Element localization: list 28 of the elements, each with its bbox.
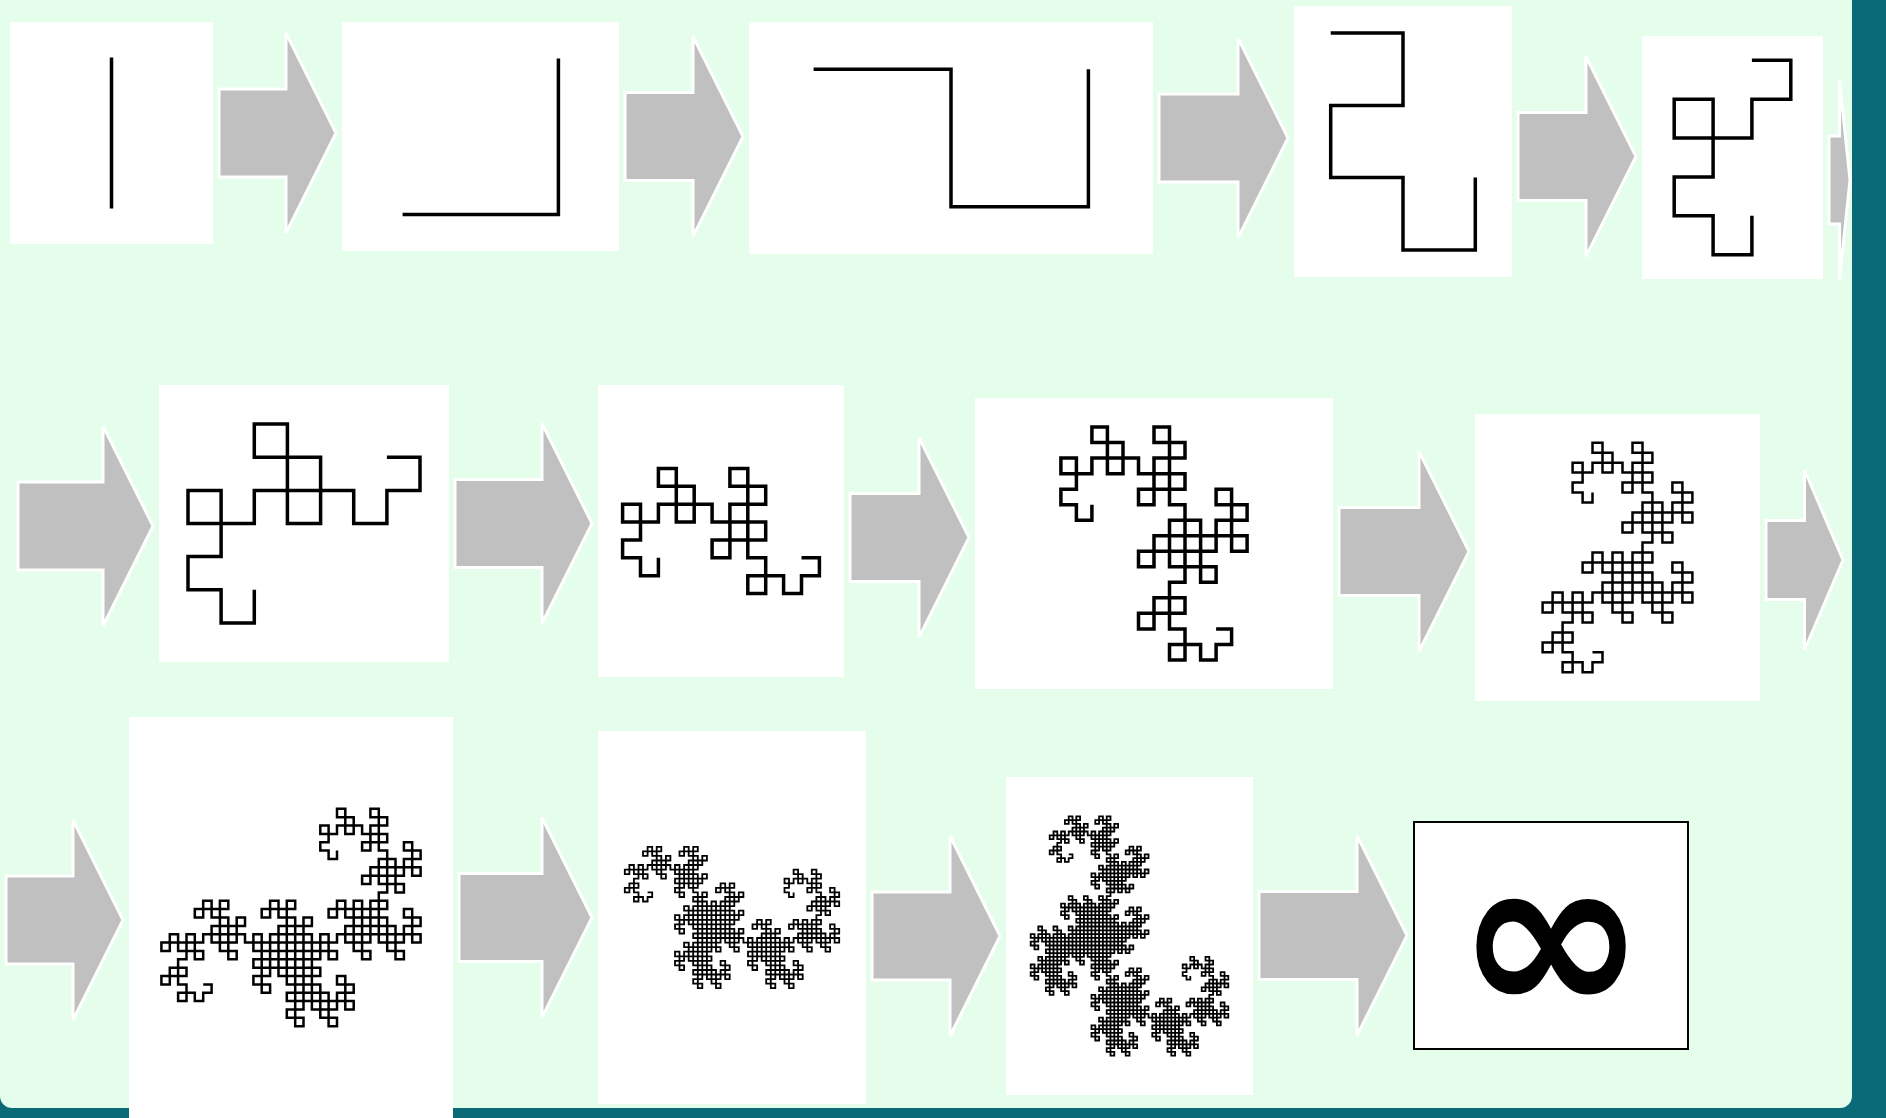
block-arrow <box>1157 36 1290 240</box>
dragon-curve-drawing <box>598 385 844 677</box>
block-arrow <box>217 31 338 235</box>
block-arrow <box>870 834 1002 1038</box>
block-arrow <box>453 422 594 625</box>
block-arrow <box>623 35 745 238</box>
infinity-symbol: ∞ <box>1455 820 1647 1051</box>
symbol-box <box>1413 821 1689 1050</box>
block-arrow <box>1516 55 1638 258</box>
block-arrow <box>457 816 594 1019</box>
dragon-curve-drawing <box>342 22 619 251</box>
block-arrow <box>848 436 971 639</box>
dragon-curve-drawing <box>749 22 1153 254</box>
dragon-curve-drawing <box>1475 414 1760 701</box>
dragon-curve-drawing <box>10 22 213 244</box>
dragon-curve-drawing <box>1642 36 1823 279</box>
block-arrow <box>4 818 125 1022</box>
dragon-curve-drawing <box>129 717 453 1118</box>
block-arrow <box>1764 468 1845 652</box>
block-arrow <box>1337 450 1471 653</box>
dragon-curve-drawing <box>598 731 866 1104</box>
block-arrow <box>16 424 155 628</box>
dragon-curve-drawing <box>1294 6 1512 277</box>
block-arrow <box>1827 78 1852 282</box>
block-arrow <box>1257 834 1409 1037</box>
dragon-curve-drawing <box>1006 777 1253 1095</box>
dragon-curve-drawing <box>975 398 1333 689</box>
dragon-curve-drawing <box>159 385 449 662</box>
